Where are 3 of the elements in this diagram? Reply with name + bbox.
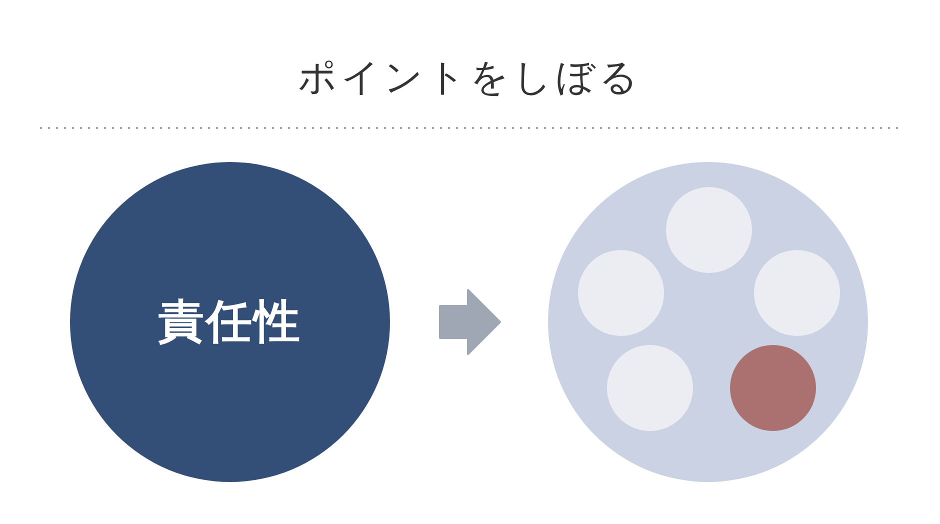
title: ポイントをしぼる [298,54,642,101]
arrow [439,289,501,355]
circle-label: 責任性 [158,293,302,350]
